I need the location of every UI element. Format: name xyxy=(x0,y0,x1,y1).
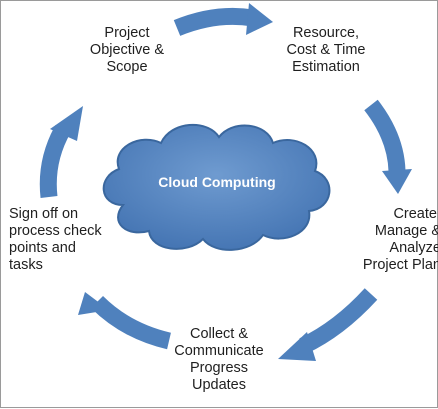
step-label-create-manage-analyze-project-plan: Create, Manage & Analyze Project Plan xyxy=(362,206,438,273)
arrow-top xyxy=(173,3,273,36)
step-label-resource-cost-time-estimation: Resource, Cost & Time Estimation xyxy=(286,25,366,75)
center-label: Cloud Computing xyxy=(158,174,276,190)
cycle-arrows xyxy=(39,3,412,361)
step-label-project-objective-scope: Project Objective & Scope xyxy=(89,25,165,75)
arrow-right xyxy=(364,99,412,194)
cloud-shape xyxy=(102,124,331,251)
arrow-bottom-left xyxy=(78,292,172,350)
step-label-collect-communicate-progress-updates: Collect & Communicate Progress Updates xyxy=(174,326,264,393)
arrow-left xyxy=(39,106,83,198)
step-label-sign-off-checkpoints-tasks: Sign off on process check points and tas… xyxy=(9,206,102,273)
arrow-bottom-right xyxy=(278,288,378,361)
